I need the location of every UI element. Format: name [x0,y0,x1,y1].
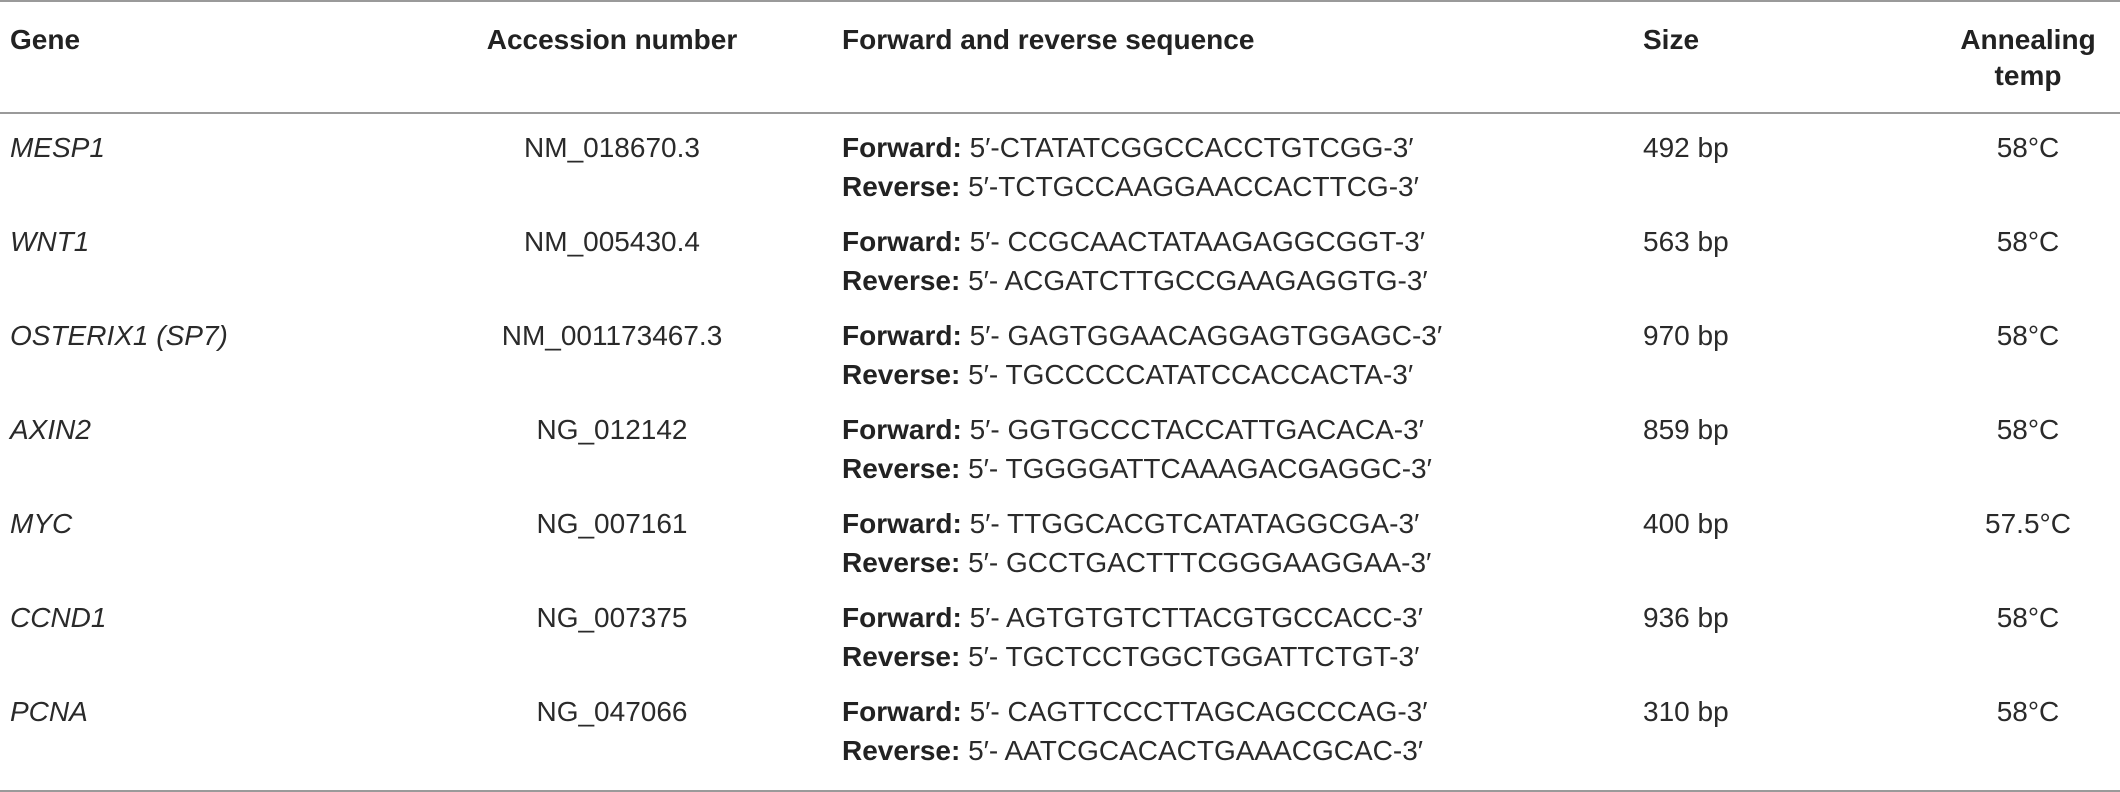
sequence-cell: Forward: 5′- CAGTTCCCTTAGCAGCCCAG-3′ Rev… [830,682,1610,791]
accession-cell: NG_007375 [536,602,688,633]
forward-line: Forward: 5′- TTGGCACGTCATATAGGCGA-3′ [842,504,1598,543]
reverse-label: Reverse: [842,641,961,672]
forward-sequence: 5′- AGTGTGTCTTACGTGCCACC-3′ [969,602,1423,633]
forward-line: Forward: 5′- GAGTGGAACAGGAGTGGAGC-3′ [842,316,1598,355]
forward-line: Forward: 5′- CAGTTCCCTTAGCAGCCCAG-3′ [842,692,1598,731]
accession-cell: NG_047066 [536,696,688,727]
sequence-cell: Forward: 5′- TTGGCACGTCATATAGGCGA-3′ Rev… [830,494,1610,588]
temp-cell: 57.5°C [1985,508,2071,539]
forward-label: Forward: [842,508,962,539]
table-header: Gene Accession number Forward and revers… [0,1,2120,113]
header-accession: Accession number [486,24,738,55]
reverse-sequence: 5′- ACGATCTTGCCGAAGAGGTG-3′ [968,265,1428,296]
sequence-cell: Forward: 5′- GAGTGGAACAGGAGTGGAGC-3′ Rev… [830,306,1610,400]
table-row: MYC NG_007161 Forward: 5′- TTGGCACGTCATA… [0,494,2120,588]
accession-cell: NM_001173467.3 [501,320,723,351]
accession-cell: NM_005430.4 [524,226,700,257]
size-cell: 400 bp [1643,508,1729,539]
reverse-line: Reverse: 5′-TCTGCCAAGGAACCACTTCG-3′ [842,167,1598,206]
forward-line: Forward: 5′- AGTGTGTCTTACGTGCCACC-3′ [842,598,1598,637]
accession-cell: NM_018670.3 [524,132,700,163]
accession-cell: NG_007161 [536,508,688,539]
reverse-line: Reverse: 5′- GCCTGACTTTCGGGAAGGAA-3′ [842,543,1598,582]
forward-label: Forward: [842,226,962,257]
table-row: CCND1 NG_007375 Forward: 5′- AGTGTGTCTTA… [0,588,2120,682]
gene-cell: AXIN2 [10,414,91,445]
size-cell: 970 bp [1643,320,1729,351]
temp-cell: 58°C [1996,414,2060,445]
forward-line: Forward: 5′- CCGCAACTATAAGAGGCGGT-3′ [842,222,1598,261]
forward-sequence: 5′- CCGCAACTATAAGAGGCGGT-3′ [969,226,1425,257]
reverse-label: Reverse: [842,735,961,766]
sequence-cell: Forward: 5′- AGTGTGTCTTACGTGCCACC-3′ Rev… [830,588,1610,682]
reverse-label: Reverse: [842,171,961,202]
temp-cell: 58°C [1996,226,2060,257]
reverse-line: Reverse: 5′- TGCCCCCATATCCACCACTA-3′ [842,355,1598,394]
gene-cell: WNT1 [10,226,90,257]
reverse-sequence: 5′-TCTGCCAAGGAACCACTTCG-3′ [968,171,1419,202]
reverse-sequence: 5′- GCCTGACTTTCGGGAAGGAA-3′ [968,547,1432,578]
temp-cell: 58°C [1996,602,2060,633]
table-row: PCNA NG_047066 Forward: 5′- CAGTTCCCTTAG… [0,682,2120,791]
size-cell: 859 bp [1643,414,1729,445]
forward-label: Forward: [842,132,962,163]
reverse-label: Reverse: [842,453,961,484]
reverse-label: Reverse: [842,359,961,390]
forward-line: Forward: 5′-CTATATCGGCCACCTGTCGG-3′ [842,128,1598,167]
reverse-sequence: 5′- TGCCCCCATATCCACCACTA-3′ [968,359,1414,390]
accession-cell: NG_012142 [536,414,688,445]
size-cell: 563 bp [1643,226,1729,257]
forward-sequence: 5′- GAGTGGAACAGGAGTGGAGC-3′ [969,320,1443,351]
sequence-cell: Forward: 5′- CCGCAACTATAAGAGGCGGT-3′ Rev… [830,212,1610,306]
reverse-sequence: 5′- TGCTCCTGGCTGGATTCTGT-3′ [968,641,1420,672]
header-row: Gene Accession number Forward and revers… [0,1,2120,113]
gene-cell: MYC [10,508,73,539]
reverse-sequence: 5′- AATCGCACACTGAAACGCAC-3′ [968,735,1424,766]
temp-cell: 58°C [1996,696,2060,727]
size-cell: 492 bp [1643,132,1729,163]
size-cell: 310 bp [1643,696,1729,727]
reverse-label: Reverse: [842,547,961,578]
gene-cell: OSTERIX1 (SP7) [10,320,228,351]
forward-sequence: 5′- CAGTTCCCTTAGCAGCCCAG-3′ [969,696,1428,727]
sequence-cell: Forward: 5′- GGTGCCCTACCATTGACACA-3′ Rev… [830,400,1610,494]
header-gene: Gene [10,24,81,55]
gene-cell: PCNA [10,696,88,727]
forward-sequence: 5′-CTATATCGGCCACCTGTCGG-3′ [969,132,1414,163]
table-row: OSTERIX1 (SP7) NM_001173467.3 Forward: 5… [0,306,2120,400]
table-row: WNT1 NM_005430.4 Forward: 5′- CCGCAACTAT… [0,212,2120,306]
reverse-line: Reverse: 5′- TGGGGATTCAAAGACGAGGC-3′ [842,449,1598,488]
forward-line: Forward: 5′- GGTGCCCTACCATTGACACA-3′ [842,410,1598,449]
reverse-sequence: 5′- TGGGGATTCAAAGACGAGGC-3′ [968,453,1432,484]
temp-cell: 58°C [1996,320,2060,351]
header-temp: Annealing temp [1960,24,2096,91]
reverse-line: Reverse: 5′- AATCGCACACTGAAACGCAC-3′ [842,731,1598,770]
size-cell: 936 bp [1643,602,1729,633]
reverse-line: Reverse: 5′- ACGATCTTGCCGAAGAGGTG-3′ [842,261,1598,300]
forward-sequence: 5′- TTGGCACGTCATATAGGCGA-3′ [969,508,1420,539]
forward-sequence: 5′- GGTGCCCTACCATTGACACA-3′ [969,414,1424,445]
header-sequence: Forward and reverse sequence [842,24,1255,55]
forward-label: Forward: [842,414,962,445]
forward-label: Forward: [842,320,962,351]
temp-cell: 58°C [1996,132,2060,163]
gene-cell: CCND1 [10,602,107,633]
reverse-line: Reverse: 5′- TGCTCCTGGCTGGATTCTGT-3′ [842,637,1598,676]
table-row: AXIN2 NG_012142 Forward: 5′- GGTGCCCTACC… [0,400,2120,494]
reverse-label: Reverse: [842,265,961,296]
table-body: MESP1 NM_018670.3 Forward: 5′-CTATATCGGC… [0,113,2120,791]
header-size: Size [1643,24,1700,55]
forward-label: Forward: [842,696,962,727]
table-row: MESP1 NM_018670.3 Forward: 5′-CTATATCGGC… [0,113,2120,212]
sequence-cell: Forward: 5′-CTATATCGGCCACCTGTCGG-3′ Reve… [830,113,1610,212]
forward-label: Forward: [842,602,962,633]
gene-cell: MESP1 [10,132,105,163]
